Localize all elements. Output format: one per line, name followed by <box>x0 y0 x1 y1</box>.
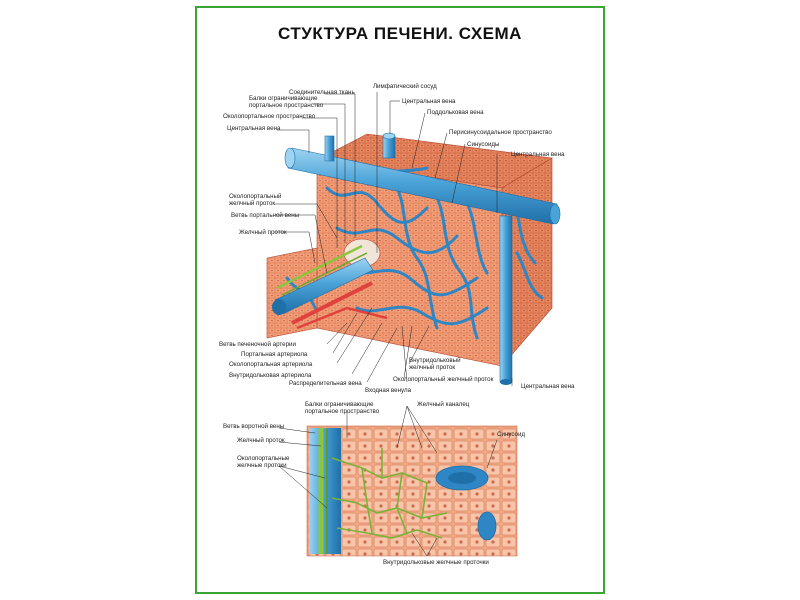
label-periportal-bile-duct-bottom: Околопортальный желчный проток <box>393 376 494 383</box>
poster-frame: СТУКТУРА ПЕЧЕНИ. СХЕМА <box>195 6 605 594</box>
label-portal-arteriole: Портальная артериола <box>241 351 308 358</box>
label-bile-canaliculus: Желчный каналец <box>417 401 470 408</box>
label-periportal-space: Околопортальное пространство <box>223 113 316 120</box>
label-periportal-ducts-1: Околопортальные <box>237 455 290 462</box>
label-limiting-plates-2: портальное пространство <box>249 102 324 109</box>
label-connective-tissue: Соединительная ткань <box>289 89 355 96</box>
lower-labels: Балки ограничивающие портальное простран… <box>223 401 525 566</box>
liver-lobule-block <box>266 133 553 367</box>
label-lymphatic-vessel: Лимфатический сосуд <box>373 83 437 90</box>
label-intralobular-bile-duct-1: Внутридольковый <box>409 357 461 364</box>
upper-labels: Соединительная ткань Балки ограничивающи… <box>219 83 575 394</box>
label-periportal-ducts-2: желчные протоки <box>237 462 287 469</box>
label-hepatic-artery-branch: Ветвь печеночной артерии <box>219 341 297 348</box>
label-intralobular-ductules: Внутридольковые желчные проточки <box>383 559 489 566</box>
label-central-vein-right: Центральная вена <box>511 151 565 158</box>
label-limiting-plates-1: Балки ограничивающие <box>249 95 318 102</box>
label-lower-bile-duct: Желчный проток <box>237 437 285 444</box>
label-periportal-bile-duct-2: желчный проток <box>229 200 275 207</box>
label-intralobular-arteriole: Внутридольковая артериола <box>229 372 312 379</box>
poster-title: СТУКТУРА ПЕЧЕНИ. СХЕМА <box>278 24 522 43</box>
label-intralobular-bile-duct-2: желчный проток <box>409 364 455 371</box>
portal-triad <box>272 238 388 330</box>
label-sinusoids: Синусоиды <box>467 141 500 148</box>
lower-label-leaders <box>278 405 498 557</box>
label-perisinusoidal-space: Перисинусоидальное пространство <box>449 129 552 136</box>
liver-diagram: Соединительная ткань Балки ограничивающи… <box>219 83 575 566</box>
label-central-vein-top-left: Центральная вена <box>227 125 281 132</box>
label-lower-limiting-plates-2: портальное пространство <box>305 408 380 415</box>
label-sinusoid: Синусоид <box>497 431 525 438</box>
label-periportal-bile-duct-1: Околопортальный <box>229 193 282 200</box>
bile-canaliculi-detail <box>306 425 518 557</box>
label-central-vein-bottom: Центральная вена <box>521 383 575 390</box>
label-portal-vein-branch: Ветвь портальной вены <box>231 212 300 219</box>
label-inlet-venule: Входная венула <box>365 387 412 394</box>
label-periportal-arteriole: Околопортальная артериола <box>229 361 313 368</box>
label-lower-limiting-plates-1: Балки ограничивающие <box>305 401 374 408</box>
upper-label-leaders <box>275 92 513 386</box>
label-sublobular-vein: Поддольковая вена <box>427 109 484 116</box>
label-central-vein-top: Центральная вена <box>402 98 456 105</box>
label-distributing-vein: Распределительная вена <box>289 380 362 387</box>
label-bile-duct: Желчный проток <box>239 229 287 236</box>
label-lower-portal-vein-branch: Ветвь воротной вены <box>223 423 285 430</box>
